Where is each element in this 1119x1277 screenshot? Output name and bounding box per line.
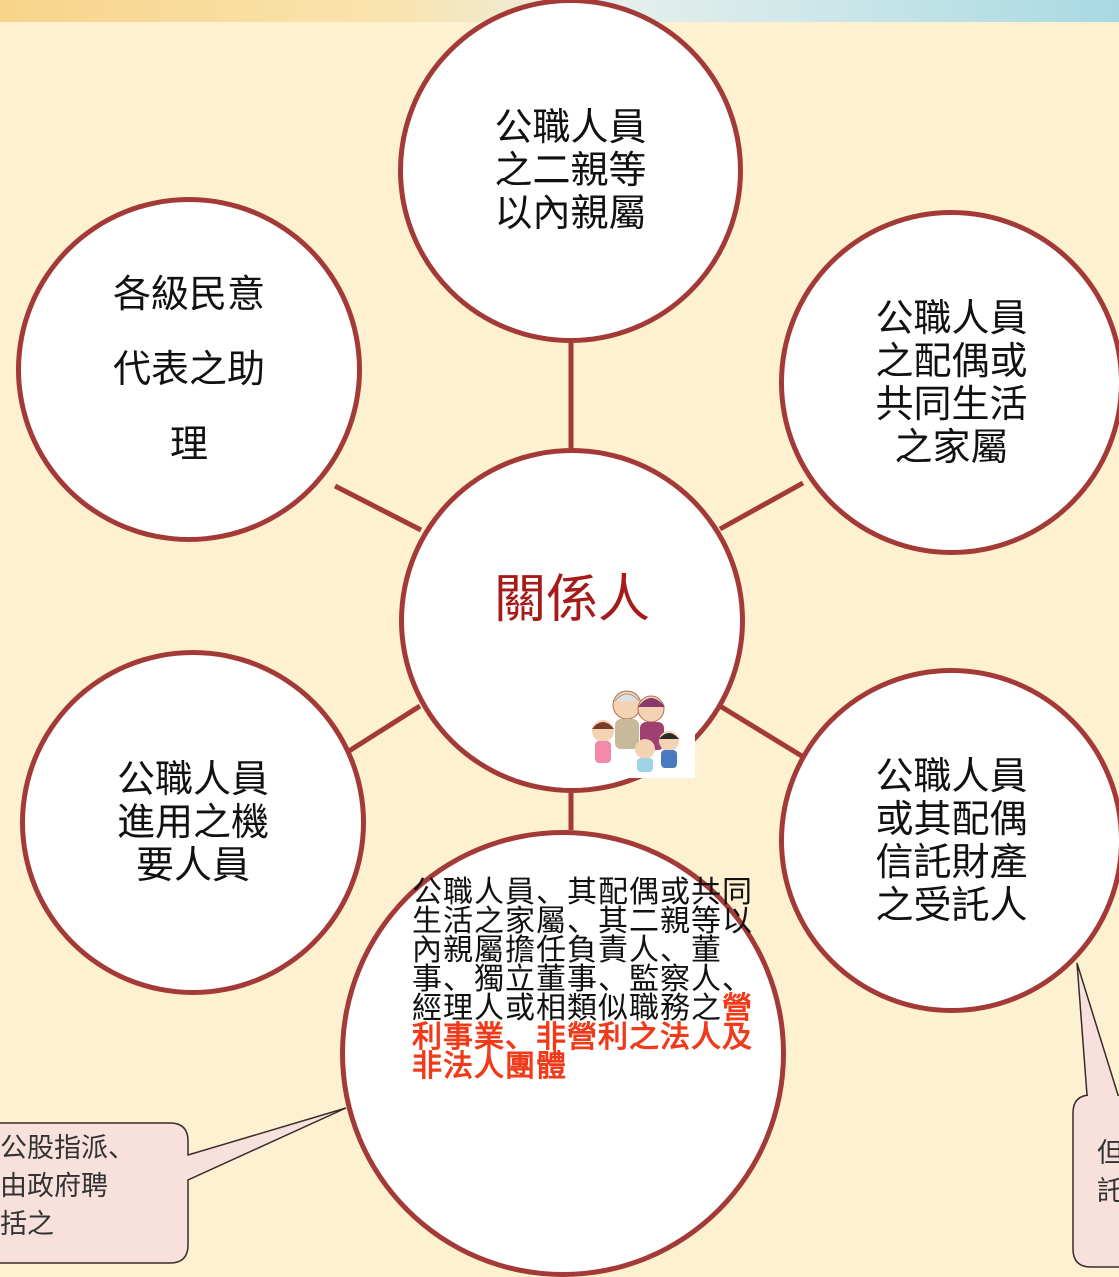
connector-top-right (718, 480, 805, 532)
node-trustee: 公職人員 或其配偶 信託財產 之受託人 (779, 668, 1119, 1013)
right-callout-text: 但 託 (1097, 1138, 1119, 1207)
node-second-degree-relatives: 公職人員 之二親等 以內親屬 (398, 0, 743, 343)
node-confidential-staff: 公職人員 進用之機 要人員 (20, 650, 366, 995)
center-title: 關係人 (493, 570, 650, 630)
family-illustration (585, 683, 695, 778)
business-entities-highlight: 營利事業、非營利之法人及非法人團體 (412, 991, 753, 1084)
node-representative-assistant: 各級民意 代表之助 理 (16, 197, 362, 542)
connector-top-left (333, 483, 423, 533)
connector-bottom-right (718, 703, 807, 761)
business-entities-text: 公職人員、其配偶或共同生活之家屬、其二親等以內親屬擔任負責人、董事、獨立董事、監… (412, 875, 753, 1084)
node-business-entities (340, 830, 786, 1277)
right-callout-shape (1072, 1094, 1119, 1268)
left-callout-text: 公股指派、 由政府聘 括之 (0, 1133, 135, 1240)
node-spouse-household: 公職人員 之配偶或 共同生活 之家屬 (779, 210, 1119, 555)
connector-bottom-left (336, 703, 422, 761)
